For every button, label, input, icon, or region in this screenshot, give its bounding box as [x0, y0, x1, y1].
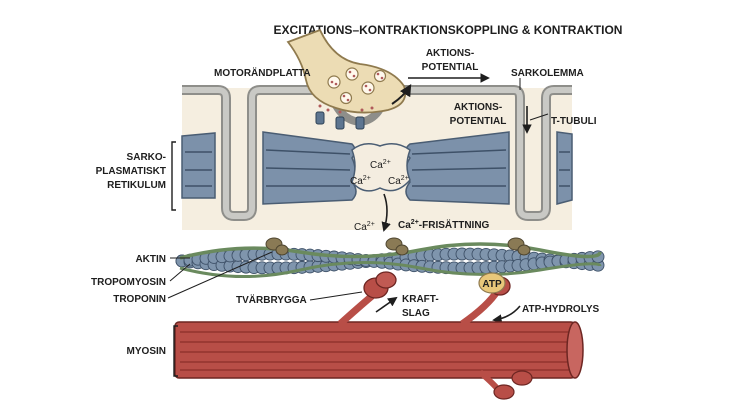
- motor-end-plate-label: MOTORÄNDPLATTA: [214, 66, 311, 79]
- svg-text:Ca2+: Ca2+: [388, 175, 409, 187]
- brackets: [171, 141, 178, 377]
- action-potential-label-2: POTENTIAL: [422, 62, 479, 73]
- t-tubule-label: T-TUBULI: [551, 116, 597, 127]
- ca-release-arrow: [381, 193, 391, 232]
- ca-ions: Ca2+ Ca2+ Ca2+ Ca2+: [350, 159, 409, 233]
- sr-label-1: SARKO-: [127, 152, 166, 163]
- troponin-label: TROPONIN: [113, 294, 166, 305]
- ap-start-arrow: [391, 83, 412, 105]
- sr-label-2: PLASMATISKT: [96, 166, 166, 177]
- cross-bridge-label: TVÄRBRYGGA: [236, 293, 307, 306]
- motor-end-plate: [286, 28, 407, 130]
- atp-hydrolysis-label: ATP-HYDROLYS: [522, 304, 600, 315]
- atp-label: ATP: [482, 279, 502, 290]
- power-stroke-label-1: KRAFT-: [402, 294, 439, 305]
- myosin-filament: [174, 321, 584, 400]
- ca-release-label: Ca2+-FRISÄTTNING: [398, 218, 490, 231]
- myosin-label: MYOSIN: [127, 346, 166, 357]
- tropomyosin-strand: [179, 242, 602, 260]
- svg-text:Ca2+: Ca2+: [370, 159, 391, 171]
- troponin-complexes: [265, 237, 531, 256]
- tropomyosin-strand-2: [179, 261, 602, 278]
- power-stroke-label-2: SLAG: [402, 308, 430, 319]
- action-potential-ttubule-label-2: POTENTIAL: [450, 116, 507, 127]
- actin-label: AKTIN: [135, 254, 166, 265]
- sarcolemma-membrane: [182, 85, 572, 221]
- svg-text:Ca2+: Ca2+: [350, 175, 371, 187]
- action-potential-ttubule-label-1: AKTIONS-: [454, 102, 502, 113]
- atp-hydrolysis-arrow: [492, 305, 521, 324]
- power-stroke-arrow: [375, 296, 398, 313]
- diagram-title: EXCITATIONS–KONTRAKTIONSKOPPLING & KONTR…: [274, 23, 623, 37]
- svg-text:Ca2+: Ca2+: [354, 221, 375, 233]
- sarcoplasmic-reticulum: [181, 131, 573, 205]
- sr-label-3: RETIKULUM: [107, 180, 166, 191]
- leader-lines: [167, 78, 549, 301]
- tropomyosin-label: TROPOMYOSIN: [91, 277, 166, 288]
- action-potential-label-1: AKTIONS-: [426, 48, 474, 59]
- sarcolemma-label: SARKOLEMMA: [511, 68, 584, 79]
- atp-badge: ATP: [478, 272, 506, 294]
